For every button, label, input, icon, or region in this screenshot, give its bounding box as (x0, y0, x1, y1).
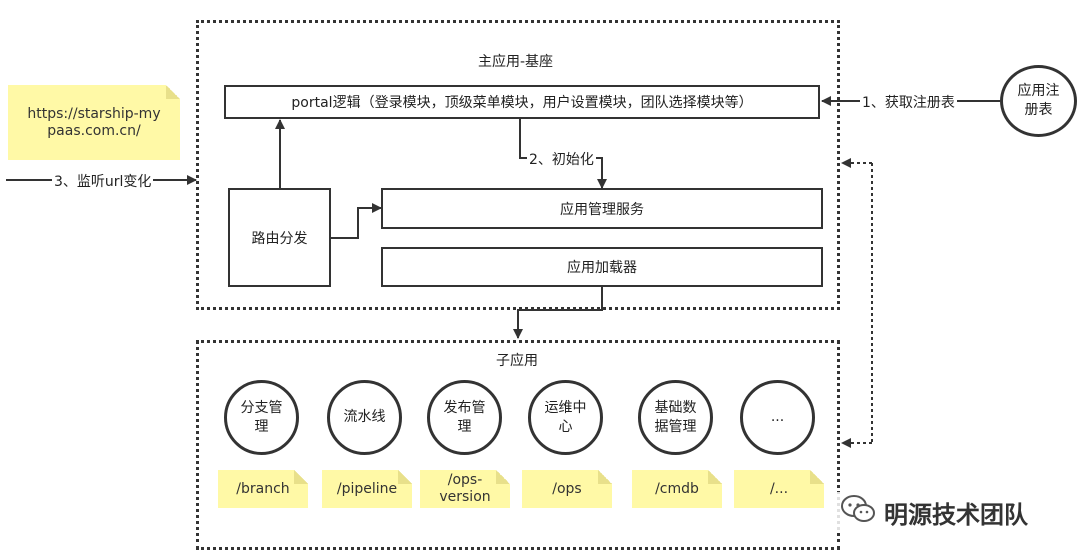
route-text: /cmdb (655, 480, 699, 497)
edge-label-get-registry: 1、获取注册表 (860, 92, 957, 112)
main-app-title: 主应用-基座 (478, 54, 554, 70)
app-manager-box: 应用管理服务 (381, 188, 823, 229)
sub-app-circle: 运维中心 (528, 380, 603, 455)
note-fold-icon (598, 470, 612, 484)
route-text: /ops (552, 480, 582, 497)
route-note: /ops (522, 470, 612, 508)
route-text: /... (769, 480, 789, 497)
wechat-icon (840, 494, 876, 530)
sub-app-name: 分支管理 (240, 399, 283, 435)
route-note: /cmdb (632, 470, 722, 508)
edge-label-listen-url: 3、监听url变化 (52, 171, 154, 191)
note-fold-icon (496, 470, 510, 484)
portal-label: portal逻辑（登录模块，顶级菜单模块，用户设置模块，团队选择模块等） (291, 95, 753, 111)
url-note-text: https://starship-mypaas.com.cn/ (27, 105, 161, 139)
route-note: /ops-version (420, 470, 510, 508)
sub-app-title: 子应用 (496, 353, 538, 369)
watermark-text: 明源技术团队 (884, 500, 1028, 529)
url-note: https://starship-mypaas.com.cn/ (8, 85, 180, 160)
route-note: /branch (218, 470, 308, 508)
router-box: 路由分发 (228, 188, 331, 287)
edge-loader-sub (513, 286, 603, 339)
sub-app-circle: 分支管理 (224, 380, 299, 455)
app-manager-label: 应用管理服务 (560, 201, 644, 218)
sub-app-circle: 基础数据管理 (638, 380, 713, 455)
sub-app-name: 流水线 (343, 409, 386, 425)
app-loader-box: 应用加载器 (381, 247, 823, 287)
route-note: /... (734, 470, 824, 508)
route-text: /pipeline (336, 480, 398, 497)
sub-app-name: 运维中心 (544, 399, 587, 435)
portal-box: portal逻辑（登录模块，顶级菜单模块，用户设置模块，团队选择模块等） (224, 85, 820, 119)
edge-label-init: 2、初始化 (527, 149, 596, 169)
registry-circle: 应用注册表 (1000, 65, 1077, 137)
edge-router-manager (331, 203, 382, 239)
route-note: /pipeline (322, 470, 412, 508)
app-loader-label: 应用加载器 (567, 260, 637, 276)
sub-app-name: 发布管理 (443, 399, 486, 435)
sub-app-name: ... (770, 409, 785, 425)
sub-app-container (196, 340, 840, 550)
note-fold-icon (294, 470, 308, 484)
note-fold-icon (708, 470, 722, 484)
sub-app-circle: ... (740, 380, 815, 455)
route-text: /ops-version (439, 472, 491, 505)
main-app-container (196, 20, 840, 310)
route-text: /branch (236, 480, 290, 497)
sub-app-circle: 发布管理 (427, 380, 502, 455)
sub-app-name: 基础数据管理 (654, 399, 697, 435)
router-label: 路由分发 (251, 230, 308, 247)
note-fold-icon (810, 470, 824, 484)
registry-label: 应用注册表 (1017, 83, 1060, 118)
note-fold-icon (398, 470, 412, 484)
note-fold-icon (166, 85, 180, 99)
sub-app-circle: 流水线 (327, 380, 402, 455)
watermark: 明源技术团队 (834, 492, 1034, 532)
